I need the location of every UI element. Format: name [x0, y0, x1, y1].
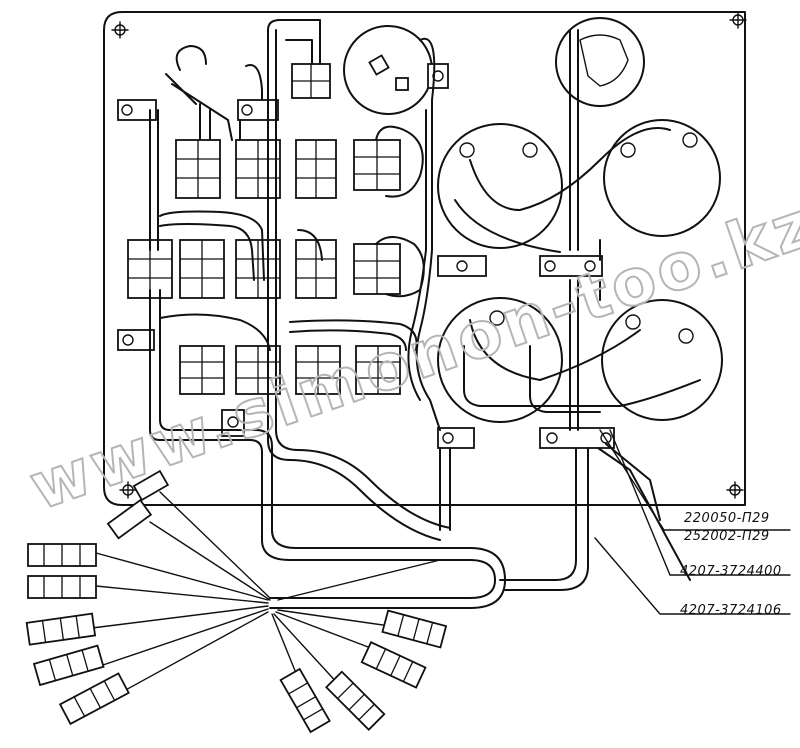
connector — [58, 672, 130, 726]
callout-label-1: 220050-П29 — [684, 511, 770, 526]
connector — [27, 543, 97, 567]
connector — [360, 641, 427, 689]
connector — [25, 612, 97, 646]
connector — [27, 575, 97, 599]
callout-leaders — [594, 429, 791, 615]
watermark: www.simonon-too.kz — [21, 187, 800, 525]
mounting-hole — [729, 11, 747, 29]
connector — [132, 469, 170, 502]
fuse-blocks — [127, 63, 401, 395]
mounting-hole — [726, 481, 744, 499]
mounting-hole — [111, 21, 129, 39]
connector — [279, 667, 331, 734]
connector — [106, 498, 153, 540]
terminal-connectors — [25, 469, 448, 734]
mounting-hole — [119, 481, 137, 499]
mounting-panel — [103, 11, 747, 506]
callout-label-4: 4207-3724106 — [680, 603, 782, 618]
relay-sockets — [343, 17, 723, 423]
connector — [32, 644, 105, 687]
callout-label-2: 252002-П29 — [684, 529, 770, 544]
loose-wires — [91, 491, 441, 693]
callout-label-3: 4207-3724400 — [680, 564, 782, 579]
connector — [381, 609, 448, 649]
connector — [325, 670, 386, 731]
